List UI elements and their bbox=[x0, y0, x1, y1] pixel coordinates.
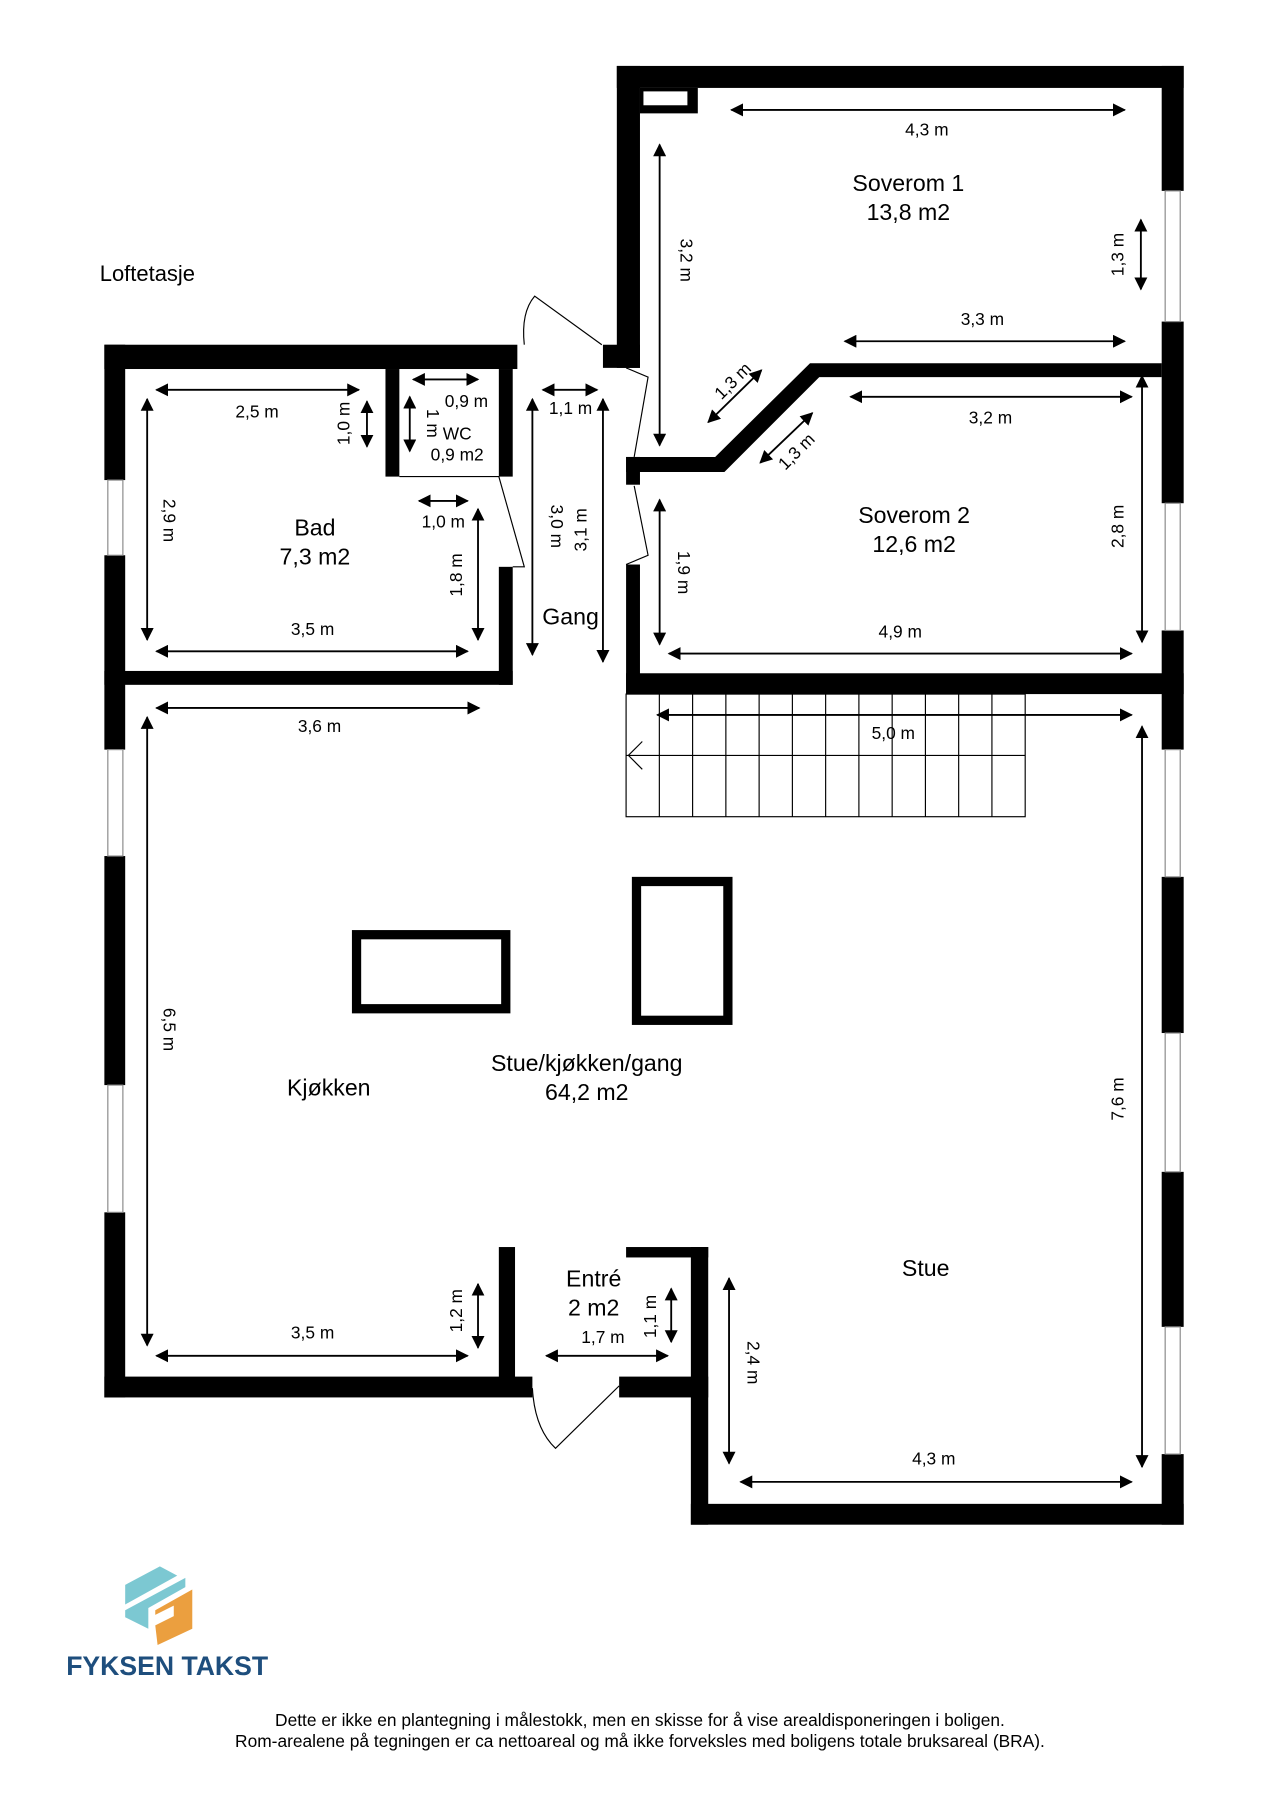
room-area-wc: 0,9 m2 bbox=[431, 444, 484, 464]
dim-24: 7,6 m bbox=[1107, 725, 1149, 1469]
dimension-label: 3,2 m bbox=[969, 407, 1012, 427]
dimension-label: 4,9 m bbox=[879, 621, 922, 641]
dim-14: 1,0 m bbox=[334, 400, 374, 448]
room-name-soverom1: Soverom 1 bbox=[852, 170, 964, 196]
dim-0: 4,3 m bbox=[730, 103, 1126, 139]
dimension-label: 1,1 m bbox=[549, 398, 592, 418]
dimension-label: 3,2 m bbox=[677, 239, 697, 282]
dimension-label: 2,4 m bbox=[744, 1341, 764, 1384]
dim-2: 1,3 m bbox=[1107, 218, 1148, 291]
dim-20: 3,5 m bbox=[155, 619, 469, 658]
room-name-gang: Gang bbox=[542, 604, 599, 630]
room-name-stue: Stue bbox=[902, 1255, 950, 1281]
doors bbox=[399, 295, 649, 1450]
dim-12: 3,1 m bbox=[571, 397, 610, 663]
dimension-label: 3,1 m bbox=[571, 508, 591, 551]
dim-6: 3,2 m bbox=[849, 390, 1133, 427]
disclaimer-line-1: Dette er ikke en plantegning i målestokk… bbox=[275, 1710, 1005, 1730]
dimension-label: 2,5 m bbox=[235, 402, 278, 422]
dim-1: 3,2 m bbox=[653, 143, 697, 447]
dimension-label: 2,8 m bbox=[1107, 505, 1127, 548]
logo-text: FYKSEN TAKST bbox=[66, 1651, 268, 1681]
floor-label: Loftetasje bbox=[100, 261, 195, 286]
dim-25: 3,5 m bbox=[155, 1322, 469, 1363]
dim-18: 1,0 m bbox=[417, 494, 469, 531]
dimension-label: 4,3 m bbox=[905, 119, 948, 139]
dim-27: 1,7 m bbox=[544, 1327, 670, 1363]
room-area-bad: 7,3 m2 bbox=[280, 544, 351, 570]
dimension-label: 1,2 m bbox=[446, 1289, 466, 1332]
room-area-soverom1: 13,8 m2 bbox=[867, 199, 951, 225]
disclaimer-line-2: Rom-arealene på tegningen er ca nettoare… bbox=[235, 1731, 1045, 1751]
room-name-entre: Entré bbox=[566, 1265, 621, 1291]
dimension-label: 1,3 m bbox=[710, 358, 755, 403]
dimension-label: 3,0 m bbox=[547, 505, 567, 548]
dimension-label: 1,3 m bbox=[774, 429, 819, 474]
dim-8: 1,9 m bbox=[653, 498, 694, 646]
dimension-label: 1,0 m bbox=[422, 511, 465, 531]
dimension-label: 1,8 m bbox=[446, 553, 466, 596]
dim-21: 3,6 m bbox=[155, 701, 481, 736]
dimension-arrow bbox=[707, 369, 763, 424]
dim-13: 2,5 m bbox=[155, 383, 361, 422]
room-name-kjokken: Kjøkken bbox=[287, 1075, 371, 1101]
dimension-label: 1 m bbox=[423, 409, 443, 438]
dim-10: 1,1 m bbox=[541, 383, 599, 418]
dim-9: 4,9 m bbox=[667, 621, 1133, 661]
dim-16: 1 m bbox=[403, 395, 443, 453]
dim-4: 1,3 m bbox=[707, 358, 763, 424]
staircase bbox=[625, 693, 1026, 818]
dim-26: 1,2 m bbox=[446, 1282, 485, 1349]
dimension-lines: 4,3 m 3,2 m 1,3 m 3,3 m 1,3 m 1,3 m 3,2 … bbox=[140, 103, 1149, 1489]
logo: FYKSEN TAKST bbox=[66, 1566, 268, 1681]
dim-15: 0,9 m bbox=[411, 372, 488, 411]
dim-19: 1,8 m bbox=[446, 507, 485, 642]
room-name-stue-kjokken-gang: Stue/kjøkken/gang bbox=[491, 1050, 683, 1076]
dim-30: 4,3 m bbox=[739, 1448, 1133, 1489]
walls bbox=[104, 65, 1184, 1525]
dimension-label: 1,3 m bbox=[1107, 233, 1127, 276]
dim-3: 3,3 m bbox=[843, 309, 1126, 348]
dim-29: 2,4 m bbox=[722, 1276, 764, 1465]
room-name-wc: WC bbox=[443, 424, 472, 444]
dimension-label: 4,3 m bbox=[912, 1448, 955, 1468]
dimension-arrow bbox=[759, 412, 814, 464]
room-name-soverom2: Soverom 2 bbox=[858, 502, 970, 528]
dimension-label: 5,0 m bbox=[872, 723, 915, 743]
room-name-bad: Bad bbox=[294, 515, 335, 541]
dim-22: 6,5 m bbox=[140, 715, 179, 1347]
dim-28: 1,1 m bbox=[640, 1287, 678, 1344]
room-area-stue-kjokken-gang: 64,2 m2 bbox=[545, 1079, 629, 1105]
windows bbox=[107, 190, 1181, 1455]
room-area-entre: 2 m2 bbox=[568, 1294, 619, 1320]
dimension-label: 0,9 m bbox=[445, 391, 488, 411]
dimension-label: 3,3 m bbox=[961, 309, 1004, 329]
dimension-label: 1,7 m bbox=[581, 1327, 624, 1347]
dimension-label: 3,5 m bbox=[291, 1322, 334, 1342]
dimension-label: 2,9 m bbox=[159, 499, 179, 542]
dim-23: 5,0 m bbox=[656, 708, 1133, 743]
dimension-label: 3,5 m bbox=[291, 619, 334, 639]
dim-17: 2,9 m bbox=[140, 397, 179, 642]
dimension-label: 1,0 m bbox=[334, 402, 354, 445]
dimension-label: 1,1 m bbox=[640, 1295, 660, 1338]
dimension-label: 7,6 m bbox=[1107, 1077, 1127, 1120]
room-labels: Soverom 1 13,8 m2 Soverom 2 12,6 m2 Bad … bbox=[280, 170, 970, 1320]
room-area-soverom2: 12,6 m2 bbox=[872, 531, 956, 557]
dimension-label: 6,5 m bbox=[159, 1008, 179, 1051]
dimension-label: 3,6 m bbox=[298, 716, 341, 736]
columns bbox=[351, 876, 733, 1025]
dimension-label: 1,9 m bbox=[674, 551, 694, 594]
dim-7: 2,8 m bbox=[1107, 374, 1149, 644]
dim-11: 3,0 m bbox=[525, 397, 567, 657]
logo-mark-icon bbox=[125, 1566, 193, 1645]
